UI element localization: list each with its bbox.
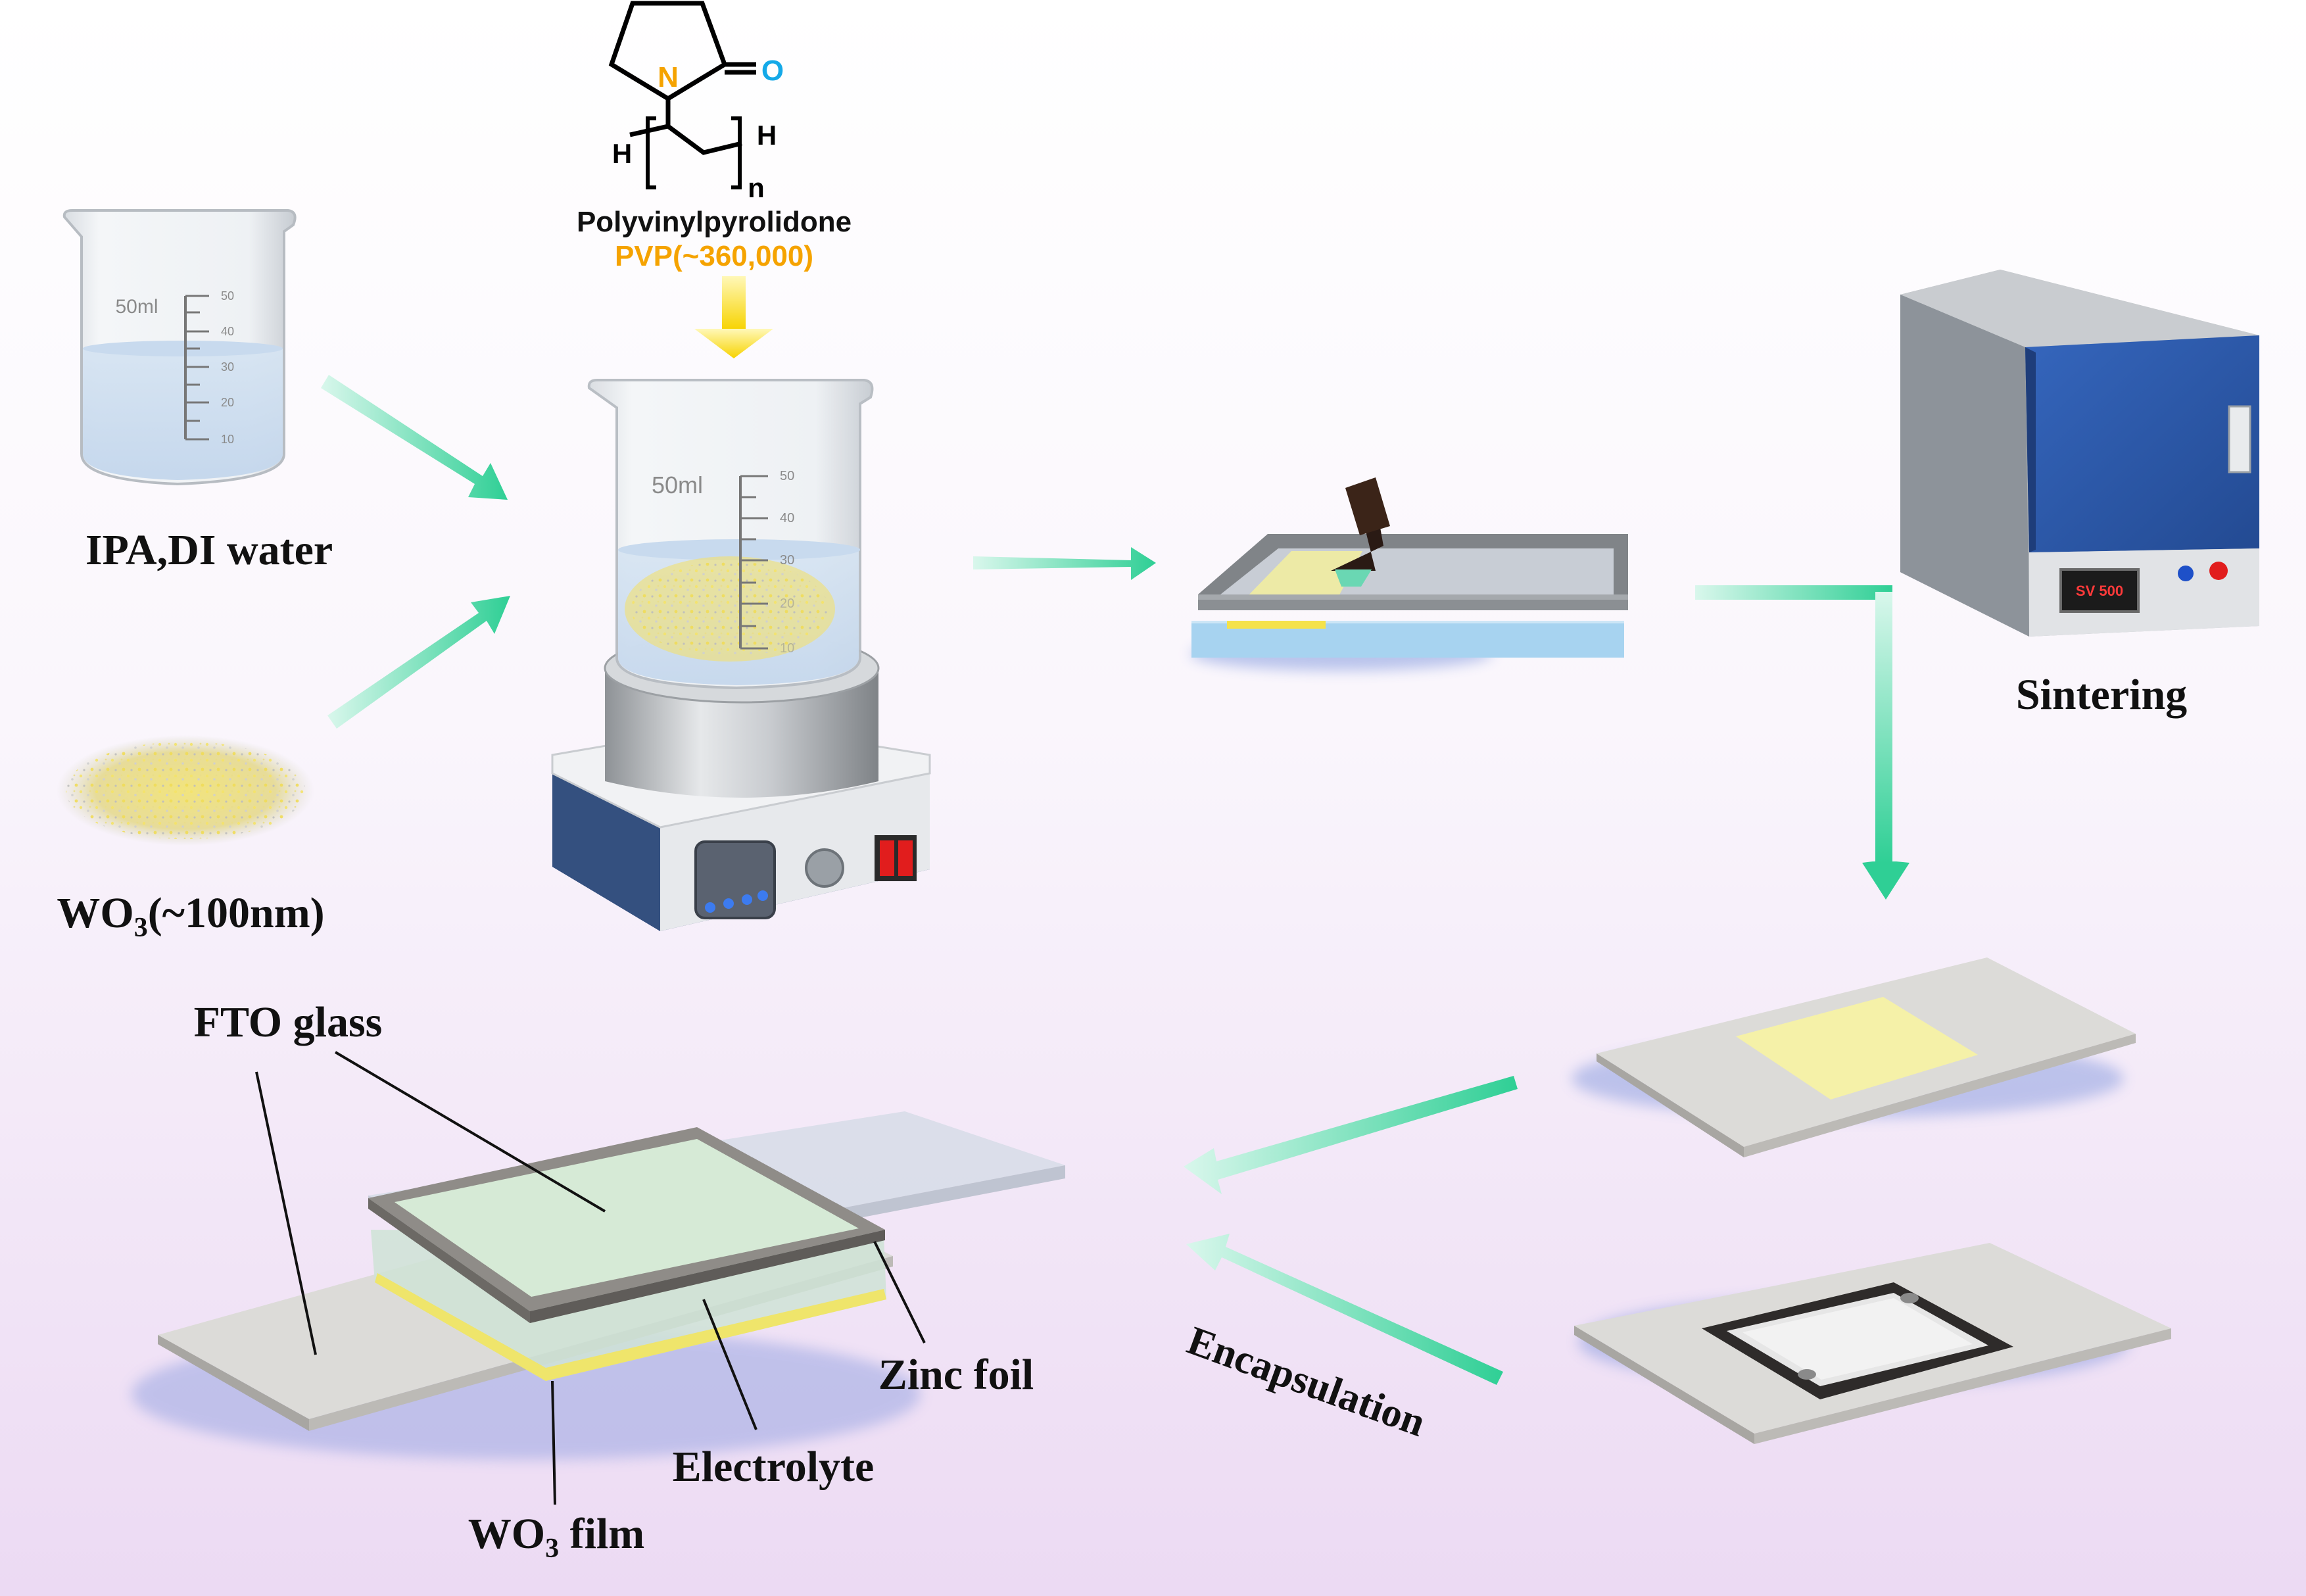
mixing-beaker-volume: 50ml xyxy=(652,472,703,498)
wo3-powder-pile xyxy=(57,735,314,846)
solvent-label: IPA,DI water xyxy=(85,526,333,574)
mixing-beaker-tick: 50 xyxy=(780,469,794,483)
arrow-film-to-device xyxy=(1184,1076,1518,1194)
pvp-addition-arrow xyxy=(694,276,773,358)
arrow-solvent-to-mixer xyxy=(321,375,508,500)
pvp-hydrogen-left: H xyxy=(612,138,632,169)
pvp-formula: PVP(~360,000) xyxy=(615,240,813,272)
mixing-beaker-tick: 30 xyxy=(780,553,794,568)
solvent-beaker: 50ml 50 40 30 20 10 xyxy=(62,209,297,486)
powder-label-main: WO xyxy=(57,889,133,937)
solvent-beaker-tick: 40 xyxy=(221,325,234,338)
pvp-name: Polyvinylpyrolidone xyxy=(577,206,852,238)
wo3-film-label-subscript: 3 xyxy=(545,1534,559,1564)
arrow-powder-to-mixer xyxy=(327,596,510,729)
solvent-beaker-tick: 10 xyxy=(221,433,234,446)
zinc-frame-substrate xyxy=(1574,1243,2171,1444)
solvent-beaker-tick: 50 xyxy=(221,289,234,302)
screen-printing-setup xyxy=(1190,477,1628,671)
assembled-device xyxy=(132,1111,1065,1460)
electrolyte-label: Electrolyte xyxy=(673,1443,875,1491)
muffle-furnace: SV 500 xyxy=(1900,270,2259,637)
arrow-printing-to-sintered-film xyxy=(1695,585,1910,900)
pvp-structure: N O H H n Polyvinylpyrolidone PVP(~360,0… xyxy=(577,1,852,272)
pvp-repeat-n: n xyxy=(748,172,765,203)
powder-label-tail: (~100nm) xyxy=(148,889,325,937)
furnace-display: SV 500 xyxy=(2076,583,2123,599)
zinc-foil-label: Zinc foil xyxy=(878,1351,1034,1399)
mixing-beaker-tick: 40 xyxy=(780,511,794,525)
wo3-film-label-tail: film xyxy=(559,1510,644,1558)
powder-label-subscript: 3 xyxy=(134,913,148,943)
solvent-beaker-tick: 20 xyxy=(221,396,234,409)
mixing-beaker-tick: 20 xyxy=(780,596,794,611)
mixing-beaker-tick: 10 xyxy=(780,641,794,656)
pvp-hydrogen-right: H xyxy=(757,120,777,151)
arrow-mixer-to-printing xyxy=(973,547,1156,580)
device-leader-lines xyxy=(255,1051,926,1505)
solvent-beaker-tick: 30 xyxy=(221,360,234,374)
solvent-beaker-volume: 50ml xyxy=(115,296,158,318)
wo3-film-label: WO3 film xyxy=(468,1510,644,1564)
mixing-beaker: 50ml 50 40 30 20 10 xyxy=(587,379,874,690)
sintering-label: Sintering xyxy=(2016,671,2187,719)
fto-glass-label: FTO glass xyxy=(194,998,383,1046)
sintered-film-substrate xyxy=(1572,957,2136,1157)
arrow-frame-to-device xyxy=(1186,1234,1503,1385)
powder-label: WO3(~100nm) xyxy=(57,889,324,943)
pvp-nitrogen-atom: N xyxy=(658,61,679,93)
wo3-film-label-main: WO xyxy=(468,1510,545,1558)
pvp-oxygen-atom: O xyxy=(761,55,784,87)
